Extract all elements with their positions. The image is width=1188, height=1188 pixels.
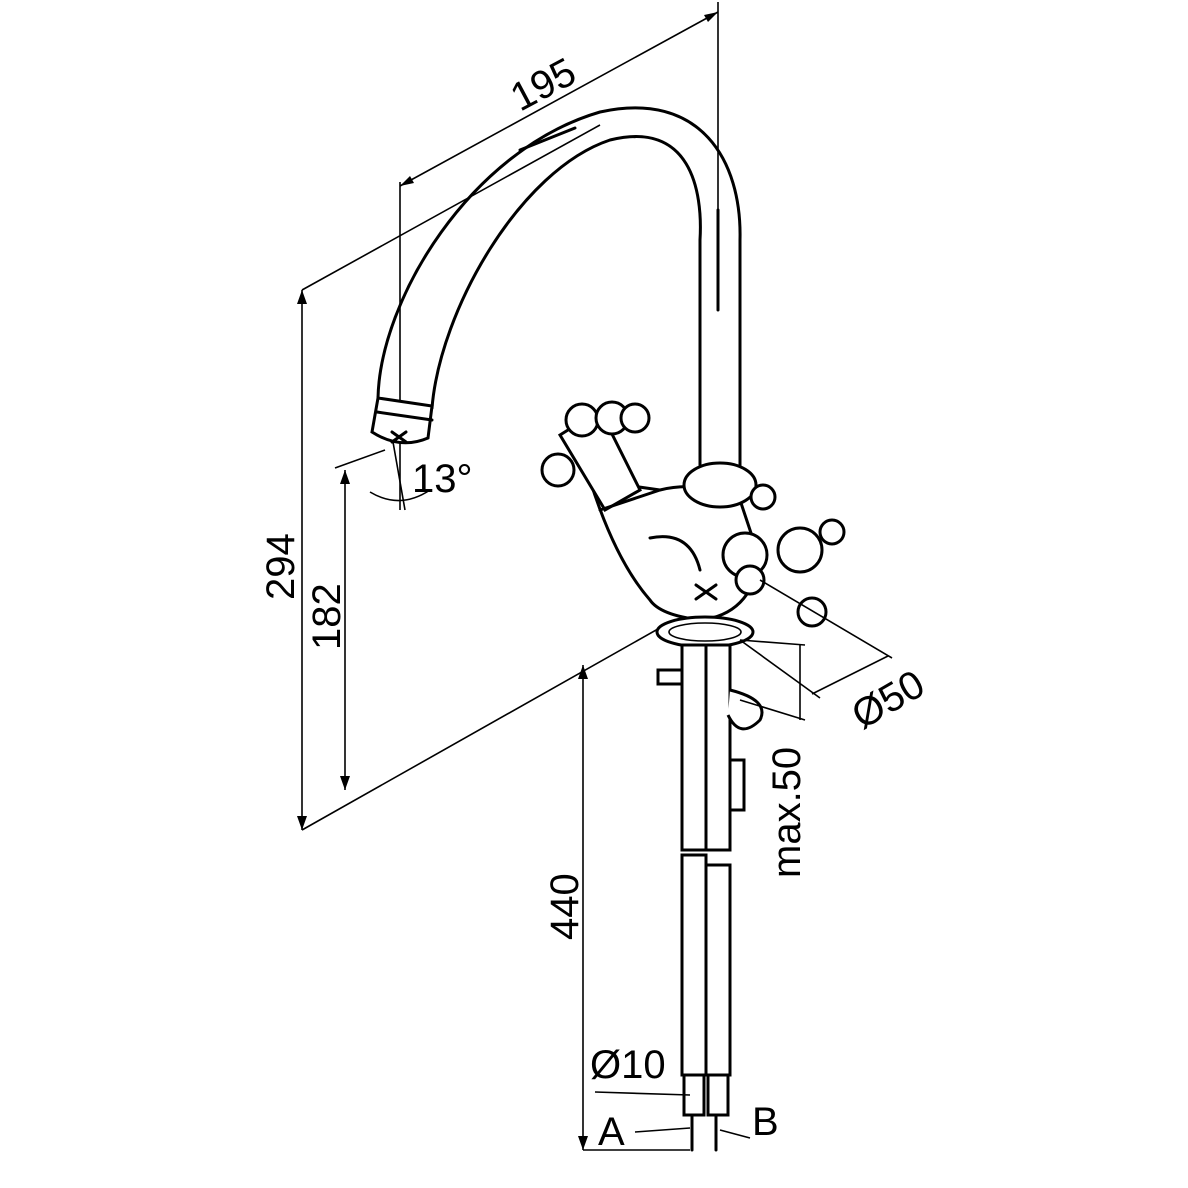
label-195: 195 — [504, 50, 584, 120]
dimension-diameter-50: Ø50 — [739, 579, 932, 738]
extension-line — [301, 124, 601, 291]
extension-line — [301, 624, 666, 831]
leader-line — [719, 1129, 751, 1139]
label-max-50: max.50 — [765, 747, 809, 878]
dimension-182: 182 — [305, 449, 386, 790]
angle-13: 13° — [369, 424, 473, 511]
label-440: 440 — [543, 873, 587, 940]
hoses — [656, 643, 764, 1152]
label-inlet-a: A — [598, 1110, 625, 1154]
label-182: 182 — [305, 583, 349, 650]
leader-line — [634, 1127, 691, 1133]
dimension-440: 440 — [543, 665, 690, 1151]
label-inlet-b: B — [752, 1100, 779, 1144]
leader-line — [594, 1091, 691, 1096]
dimension-195: 195 — [399, 2, 719, 510]
label-diameter-10: Ø10 — [590, 1043, 666, 1087]
label-13-degrees: 13° — [412, 457, 473, 501]
label-294: 294 — [259, 533, 303, 600]
label-diameter-50: Ø50 — [845, 662, 932, 738]
dimension-max-50: max.50 — [739, 639, 809, 878]
tap-body — [540, 400, 846, 649]
dimension-294: 294 — [259, 290, 307, 830]
spout — [370, 106, 742, 472]
